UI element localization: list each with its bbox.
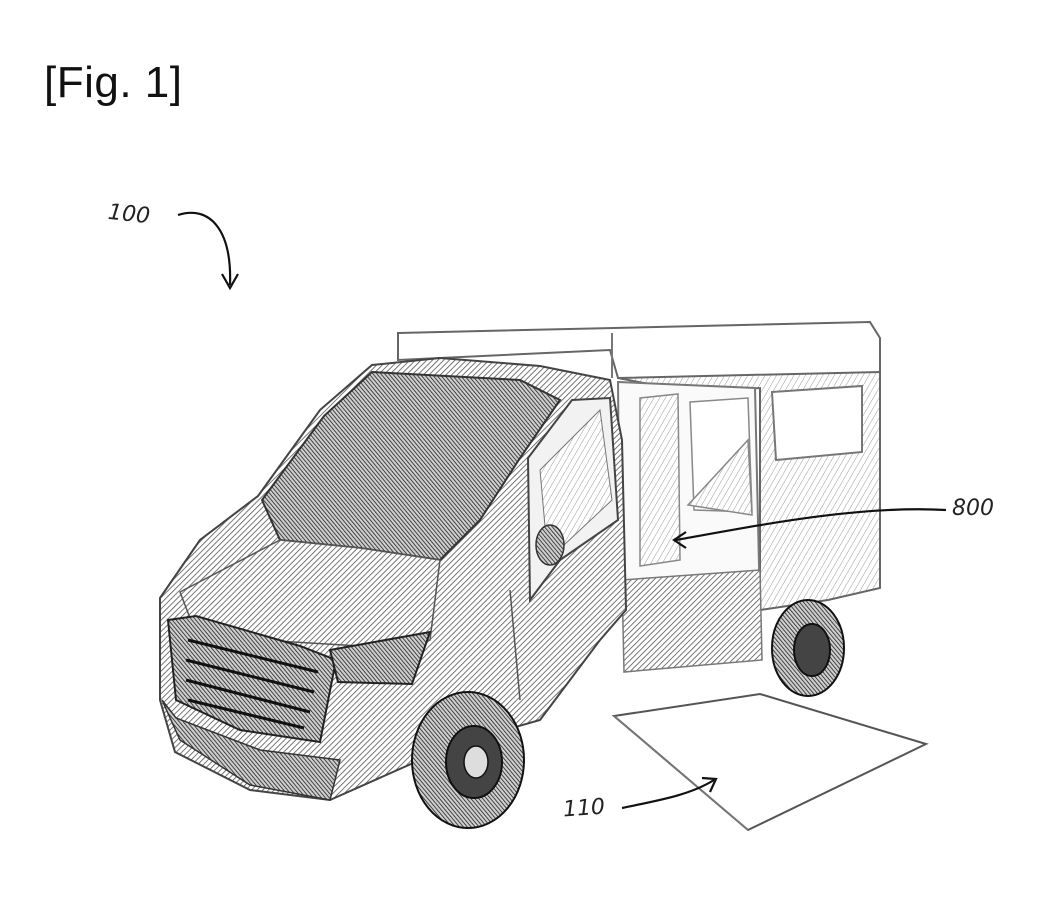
leader-arrows	[177, 211, 947, 810]
arrow-110	[621, 779, 715, 810]
arrow-800	[675, 508, 947, 542]
cab-body	[159, 356, 628, 802]
figure-title: [Fig. 1]	[44, 58, 183, 107]
reference-numeral-vehicle: 100	[106, 199, 152, 230]
cargo-body	[616, 370, 881, 673]
arrow-100	[177, 211, 232, 286]
ramp	[611, 692, 929, 832]
rear-wheel	[771, 599, 845, 697]
reference-numeral-ramp: 110	[562, 794, 606, 823]
reference-numeral-interior: 800	[952, 496, 994, 521]
front-wheel	[411, 691, 525, 829]
